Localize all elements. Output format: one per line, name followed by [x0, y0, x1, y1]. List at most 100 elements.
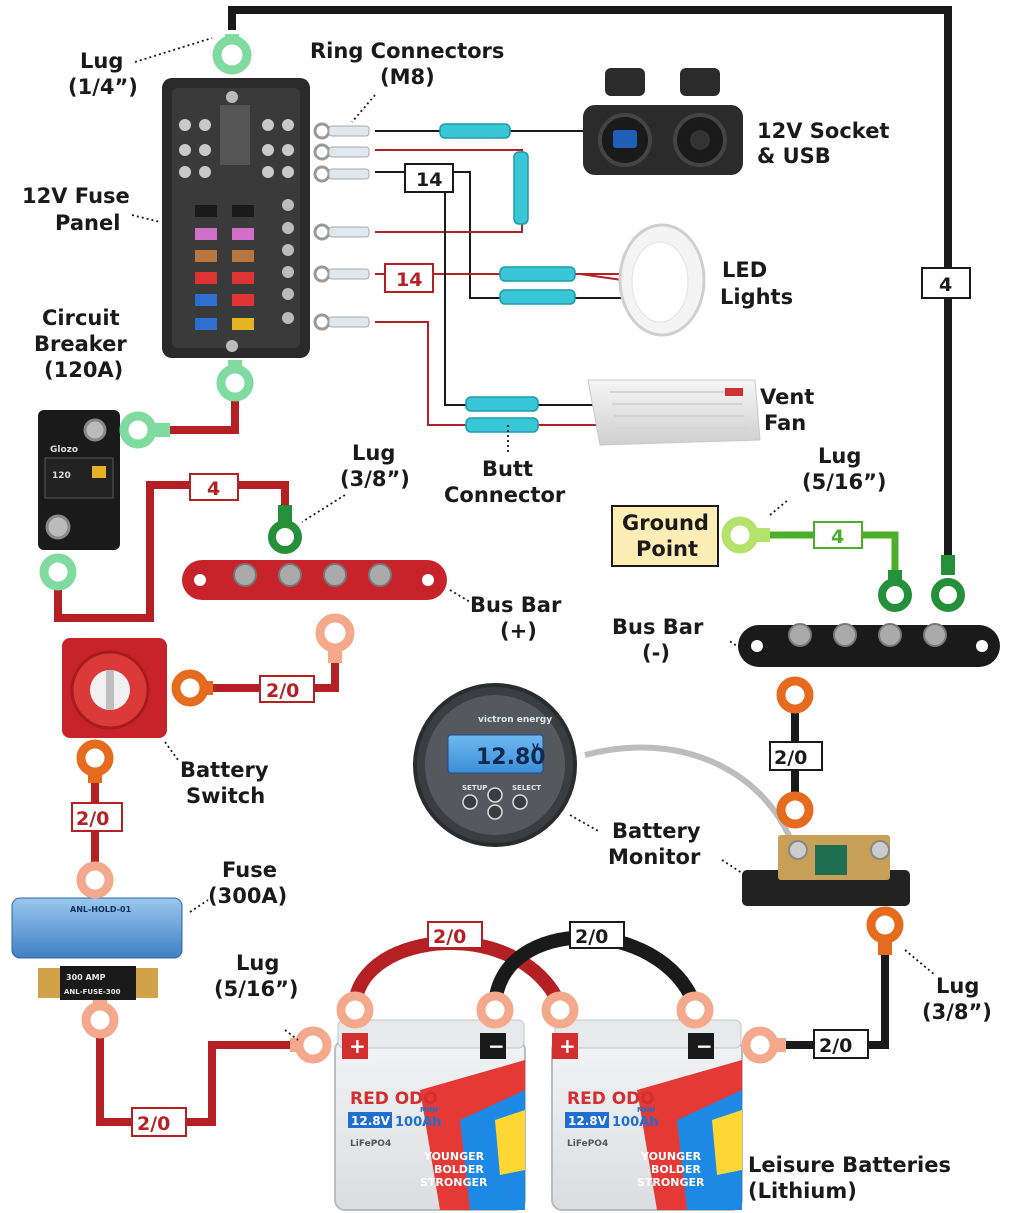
lug-link-a [336, 991, 374, 1029]
lug-busbar-pos [268, 505, 302, 554]
ring-connectors [313, 122, 370, 331]
monitor-reading: 12.80 [476, 745, 546, 770]
lug-link-b [476, 991, 514, 1029]
bus-bar-negative [738, 623, 1000, 667]
battery-right-slogan-2: BOLDER [651, 1163, 701, 1176]
lug-busbar-neg-main [931, 555, 965, 612]
label-socket-1: 12V Socket [757, 119, 889, 143]
lug-fuse-in [76, 861, 114, 899]
monitor-cable [584, 744, 793, 840]
label-lug-516-right-2: (5/16”) [802, 470, 887, 494]
label-switch-1: Battery [180, 758, 269, 782]
battery-left-plus: + [349, 1034, 366, 1058]
gauge-4-green: 4 [831, 526, 844, 548]
battery-right-chem: LiFePO4 [567, 1139, 608, 1149]
butt-connectors [439, 123, 576, 433]
bus-bar-positive [182, 560, 447, 600]
lug-shunt-neg [866, 906, 904, 955]
label-fuse-300-1: Fuse [222, 858, 277, 882]
label-butt-2: Connector [444, 483, 566, 507]
led-light [618, 223, 706, 337]
socket-usb-panel [583, 68, 743, 175]
fuse-rating-label: 300 AMP [66, 973, 106, 982]
fuse-to-battery-wire [96, 1030, 310, 1126]
ground-point-box [611, 505, 719, 567]
label-lug-38-bottom-1: Lug [936, 974, 979, 998]
label-batteries-1: Leisure Batteries [748, 1153, 951, 1177]
lug-fuse-out [81, 1000, 119, 1039]
monitor-select-label: SELECT [512, 784, 541, 792]
breaker-to-busbar-wire [54, 481, 289, 622]
labels: Lug (1/4”) Ring Connectors (M8) 12V Sock… [22, 39, 992, 1203]
label-vent-2: Fan [764, 411, 806, 435]
lug-breaker-bottom [39, 553, 77, 591]
label-lug-top-2: (1/4”) [68, 75, 138, 99]
circuit-breaker: Glozo 120 [38, 410, 120, 550]
label-lug-38-top-1: Lug [352, 441, 395, 465]
battery-left-slogan-3: STRONGER [420, 1176, 488, 1189]
battery-shunt [742, 835, 910, 906]
battery-left-mini: MINI [420, 1106, 438, 1114]
lugs [39, 34, 965, 1064]
fuse-holder-model: ANL-HOLD-01 [70, 905, 132, 914]
lug-busbar-neg-ground [878, 570, 912, 612]
leader-lines [131, 37, 936, 1041]
lug-switch-in [171, 669, 213, 707]
battery-right-voltage: 12.8V [568, 1114, 608, 1128]
label-lug-38-bottom-2: (3/8”) [922, 1000, 992, 1024]
gauge-2-0-fuse-battery: 2/0 [137, 1113, 170, 1135]
lug-link-d [676, 991, 714, 1029]
lug-switch-out [76, 739, 114, 783]
battery-right-plus: + [559, 1034, 576, 1058]
battery-left: RED ODO 12.8V 100Ah MINI LiFePO4 YOUNGER… [334, 1019, 526, 1211]
label-batteries-2: (Lithium) [748, 1179, 857, 1203]
lug-panel-bottom [216, 360, 254, 402]
lug-busbar-pos-out [315, 613, 355, 663]
breaker-rating: 120 [52, 471, 71, 481]
vent-fan [587, 379, 761, 446]
label-monitor-1: Battery [612, 819, 701, 843]
blade-fuses [195, 205, 254, 330]
label-lug-top-1: Lug [80, 49, 123, 73]
gauge-2-0-black-link: 2/0 [575, 926, 608, 948]
label-fuse-panel-2: Panel [55, 211, 120, 235]
label-led-2: Lights [720, 285, 793, 309]
label-vent-1: Vent [760, 385, 814, 409]
label-switch-2: Switch [186, 784, 265, 808]
panel-to-breaker-wire [160, 400, 239, 434]
monitor-unit: V [532, 743, 539, 753]
label-lug-516-right-1: Lug [818, 444, 861, 468]
gauge-2-0-switch: 2/0 [266, 680, 299, 702]
label-ring-connectors-1: Ring Connectors [310, 39, 504, 63]
gauge-2-0-red-link: 2/0 [433, 926, 466, 948]
battery-left-capacity: 100Ah [395, 1115, 441, 1130]
label-lug-516-bottom-2: (5/16”) [214, 977, 299, 1001]
label-busbar-neg-1: Bus Bar [612, 615, 704, 639]
battery-right: RED ODO 12.8V 100Ah MINI LiFePO4 YOUNGER… [551, 1019, 743, 1211]
battery-right-slogan-3: STRONGER [637, 1176, 705, 1189]
anl-fuse: ANL-HOLD-01 300 AMP ANL-FUSE-300 [11, 897, 183, 1000]
label-breaker-3: (120A) [44, 358, 123, 382]
lug-link-c [541, 991, 579, 1029]
label-busbar-pos-2: (+) [500, 619, 537, 643]
lug-top-panel [212, 34, 252, 75]
lug-battery-neg [741, 1026, 786, 1064]
lug-breaker-top [119, 411, 170, 449]
gauge-2-0-negative: 2/0 [819, 1035, 852, 1057]
label-socket-2: & USB [757, 144, 831, 168]
fuse-panel [162, 78, 310, 358]
monitor-brand: victron energy [478, 715, 552, 725]
battery-left-chem: LiFePO4 [350, 1139, 391, 1149]
lug-ground [721, 516, 770, 554]
lug-busbar-neg-out [776, 676, 814, 714]
label-busbar-neg-2: (-) [642, 641, 670, 665]
gauge-4-black: 4 [939, 274, 952, 296]
ground-wire [760, 531, 899, 578]
fuse-model-label: ANL-FUSE-300 [64, 988, 121, 996]
battery-right-slogan-1: YOUNGER [640, 1150, 702, 1163]
label-butt-1: Butt [482, 457, 533, 481]
gauge-14-red: 14 [396, 269, 422, 291]
label-breaker-1: Circuit [42, 306, 120, 330]
